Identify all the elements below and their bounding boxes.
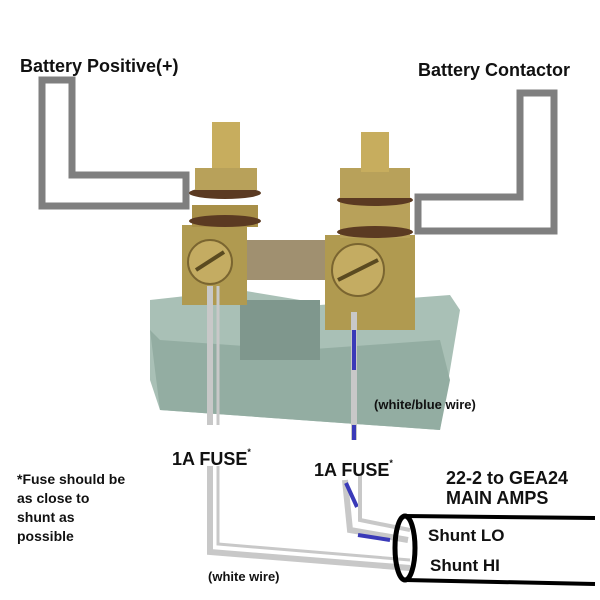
battery-positive-label: Battery Positive(+) — [20, 56, 179, 76]
fuse-right-text: 1A FUSE — [314, 460, 390, 480]
cable-title-line2: MAIN AMPS — [446, 488, 549, 508]
shunt-element — [240, 240, 340, 280]
battery-contactor-bracket — [414, 89, 558, 235]
fuse-left-text: 1A FUSE — [172, 449, 248, 469]
cable-title: 22-2 to GEA24 MAIN AMPS — [446, 468, 568, 508]
cable-title-line1: 22-2 to GEA24 — [446, 468, 569, 488]
fuse-right-label: 1A FUSE* — [314, 458, 393, 481]
shunt-base — [150, 290, 460, 430]
white-blue-wire-label: (white/blue wire) — [374, 397, 476, 412]
right-terminal — [325, 132, 415, 330]
fuse-left-label: 1A FUSE* — [172, 447, 251, 470]
shunt-lo-label: Shunt LO — [428, 526, 505, 545]
fuse-note: *Fuse should be as close to shunt as pos… — [17, 471, 126, 544]
battery-contactor-label: Battery Contactor — [418, 60, 571, 80]
fuse-left-asterisk: * — [247, 447, 251, 457]
white-wire — [207, 286, 411, 571]
white-wire-label: (white wire) — [208, 569, 280, 584]
cable-22-2 — [392, 513, 596, 586]
battery-positive-bracket — [38, 76, 190, 210]
left-terminal — [182, 122, 261, 305]
shunt-hi-label: Shunt HI — [430, 556, 500, 575]
fuse-right-asterisk: * — [389, 458, 393, 468]
